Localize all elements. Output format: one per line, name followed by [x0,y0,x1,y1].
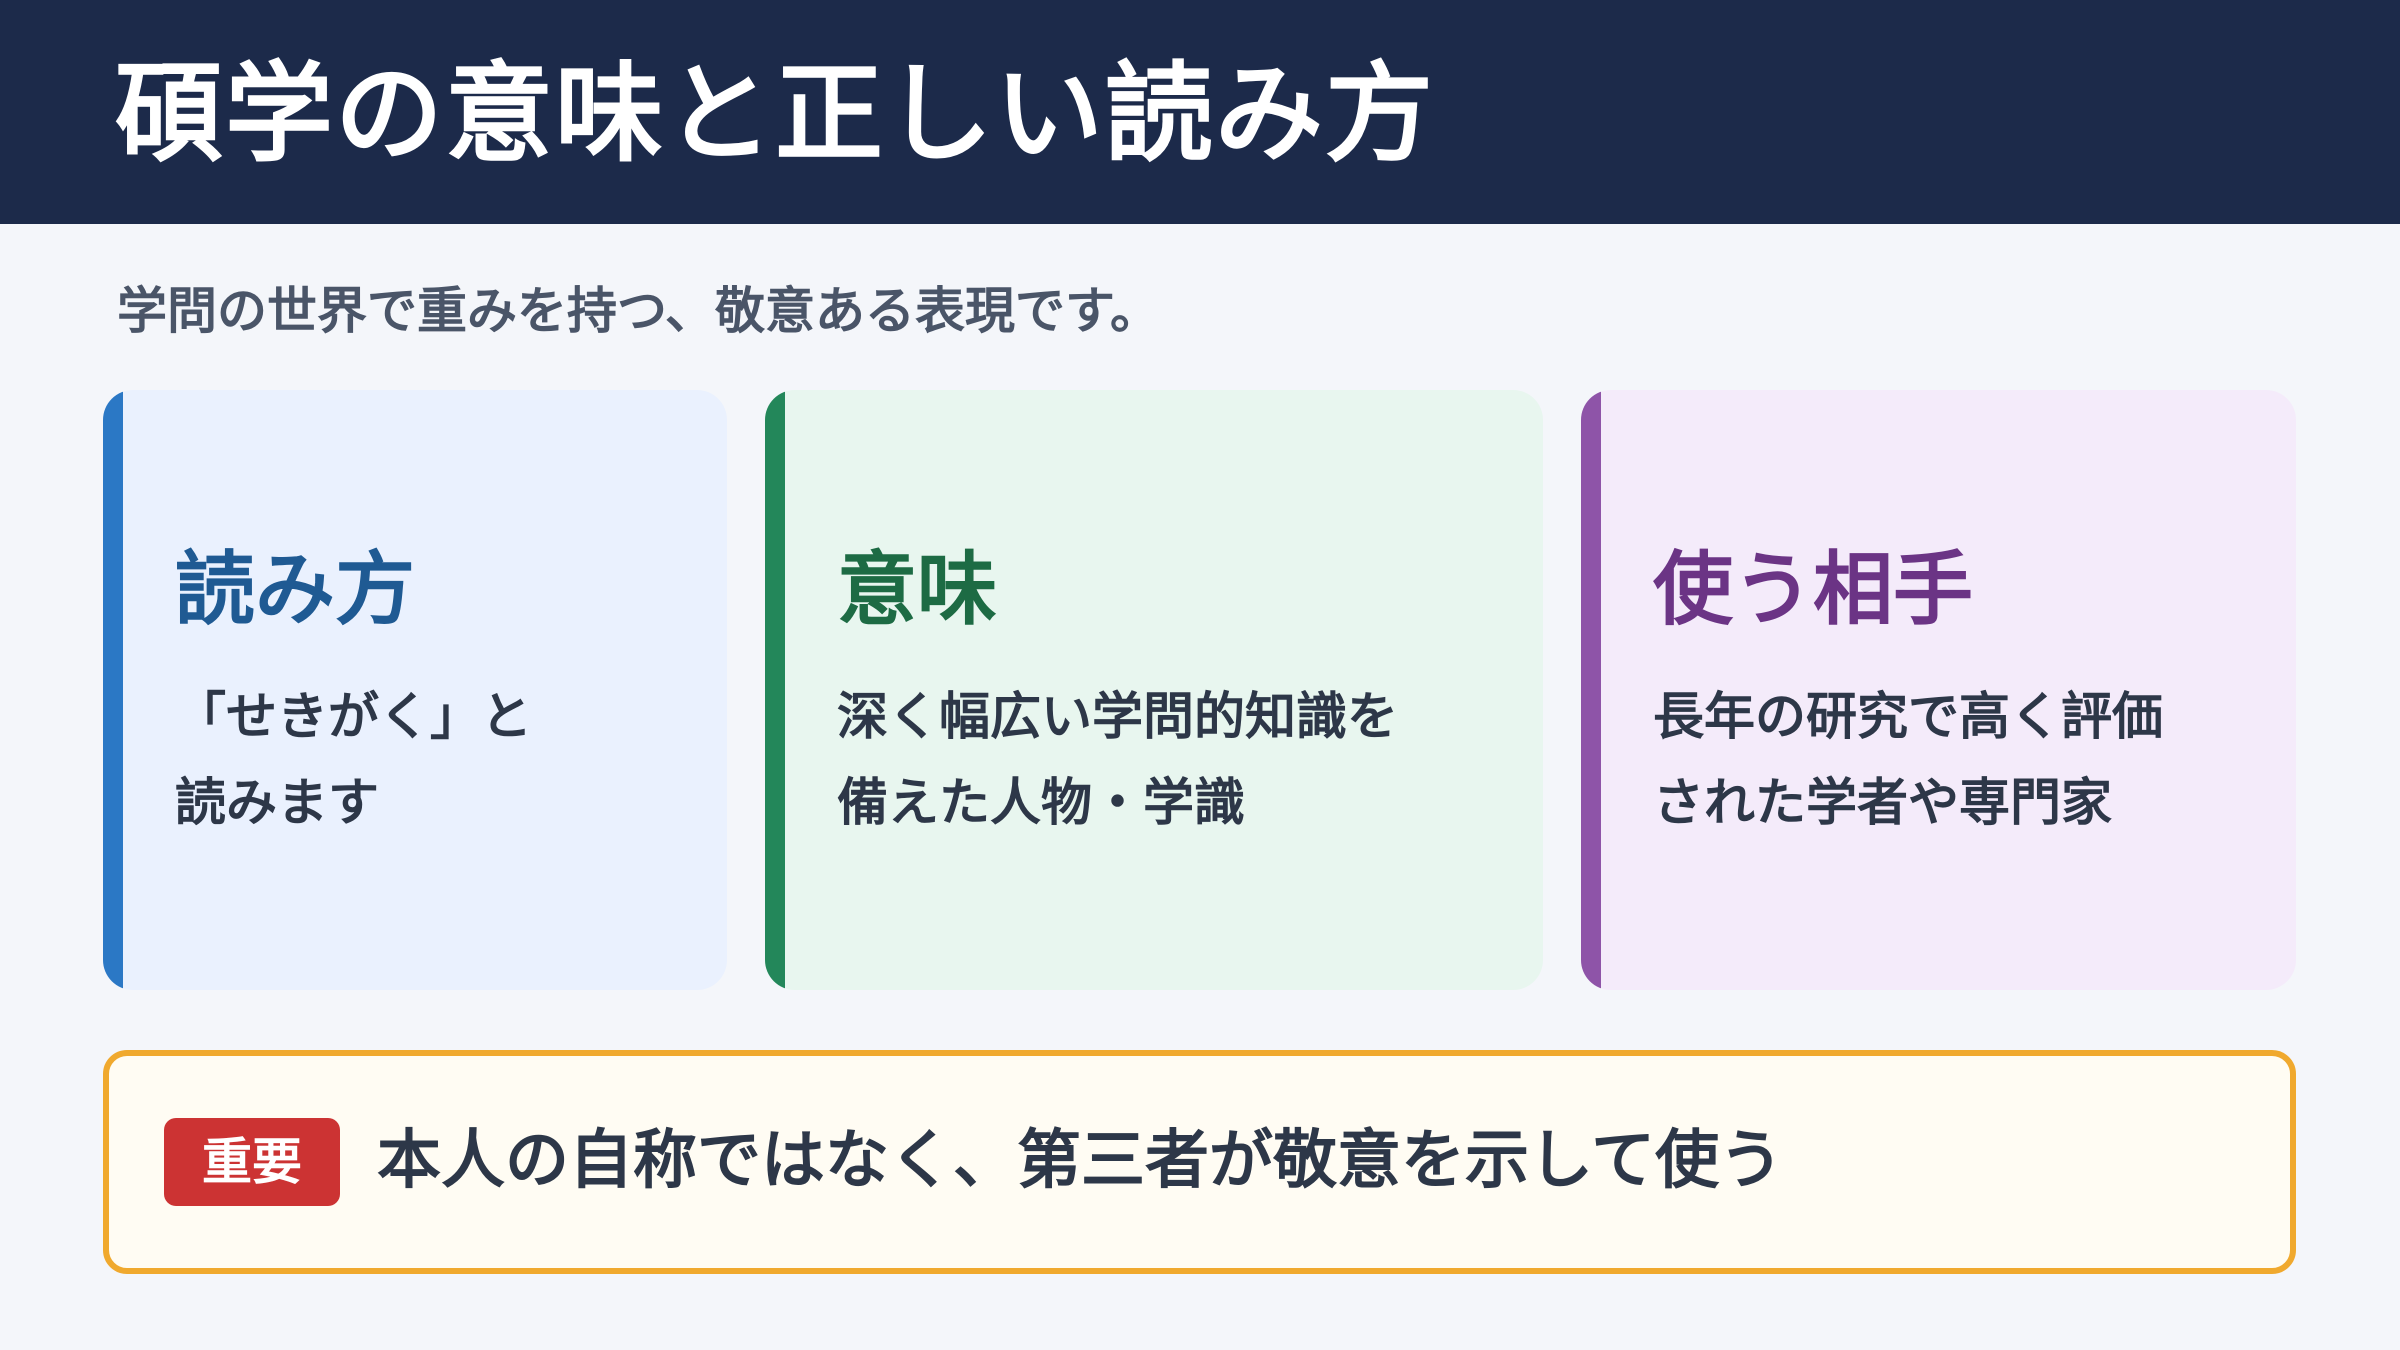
card-reading: 読み方 「せきがく」と 読みます [103,390,727,990]
card-meaning: 意味 深く幅広い学問的知識を 備えた人物・学識 [765,390,1543,990]
note-text: 本人の自称ではなく、第三者が敬意を示して使う [377,1124,1784,1198]
card-accent-bar [765,390,785,990]
page-subtitle: 学問の世界で重みを持つ、敬意ある表現です。 [117,282,1160,340]
card-body: 長年の研究で高く評価 された学者や専門家 [1653,688,2164,833]
card-title: 意味 [837,543,997,636]
card-body: 「せきがく」と 読みます [175,688,533,833]
card-accent-bar [103,390,123,990]
card-title: 使う相手 [1653,543,1973,636]
card-accent-bar [1581,390,1601,990]
card-audience: 使う相手 長年の研究で高く評価 された学者や専門家 [1581,390,2296,990]
card-body: 深く幅広い学問的知識を 備えた人物・学識 [837,688,1399,833]
important-badge: 重要 [164,1118,340,1206]
card-title: 読み方 [175,543,415,636]
header-bar: 碩学の意味と正しい読み方 [0,0,2400,224]
page-title: 碩学の意味と正しい読み方 [115,52,1436,177]
important-note: 重要 本人の自称ではなく、第三者が敬意を示して使う [103,1050,2296,1274]
